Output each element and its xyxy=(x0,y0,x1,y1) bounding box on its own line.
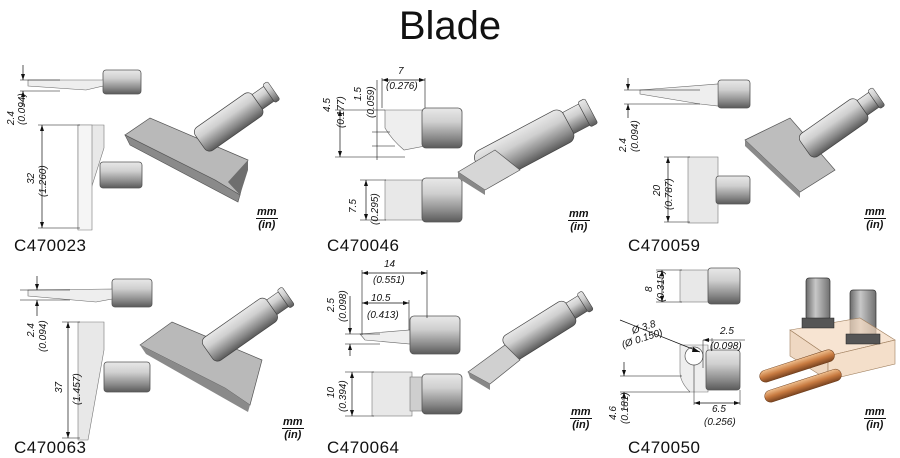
dim-text: 7.5 xyxy=(348,199,359,213)
unit-in: (in) xyxy=(284,429,302,441)
unit-mm: mm xyxy=(864,206,886,219)
panel-c470064: 2.5 (0.098) 14 (0.551) 10.5 (0.413) 10 (… xyxy=(326,259,594,417)
dim-text: 7 xyxy=(398,66,404,77)
part-code: C470064 xyxy=(327,438,400,457)
dim-text: (0.094) xyxy=(17,93,28,125)
side-view-handle xyxy=(102,69,142,95)
part-code: C470050 xyxy=(628,438,701,457)
dim-text: (0.098) xyxy=(710,341,742,352)
dim-text: (0.551) xyxy=(373,275,405,286)
dim-text: (0.181) xyxy=(620,392,631,424)
unit-label: mm (in) xyxy=(568,208,590,233)
dim-text: 4.5 xyxy=(322,98,333,112)
part-code: C470059 xyxy=(628,236,701,255)
dim-text: (0.315) xyxy=(656,270,667,302)
dim-text: (0.787) xyxy=(664,178,675,210)
dim-text: (0.098) xyxy=(338,290,349,322)
unit-in: (in) xyxy=(866,219,884,231)
dim-text: (0.276) xyxy=(386,81,418,92)
unit-mm: mm xyxy=(256,206,278,219)
dim-text: 2.4 xyxy=(6,111,17,126)
unit-mm: mm xyxy=(568,208,590,221)
dim-text: (1.457) xyxy=(72,373,83,405)
dim-text: 2.5 xyxy=(719,326,734,337)
dim-text: 37 xyxy=(54,381,65,393)
dim-text: (0.256) xyxy=(704,417,736,428)
unit-in: (in) xyxy=(570,221,588,233)
dim-text: 14 xyxy=(384,259,396,270)
panel-c470046: 4.5 (0.177) 1.5 (0.059) 7 (0.276) 7.5 (0… xyxy=(322,66,598,225)
unit-label: mm (in) xyxy=(864,206,886,231)
part-code: C470063 xyxy=(14,438,87,457)
dim-text: (0.094) xyxy=(38,320,49,352)
dim-text: 1.5 xyxy=(353,87,364,101)
side-view-blade xyxy=(27,79,104,91)
dim-text: (0.413) xyxy=(367,310,399,321)
dim-text: 4.6 xyxy=(608,406,619,420)
unit-label: mm (in) xyxy=(256,206,278,231)
dim-text: 2.4 xyxy=(618,138,629,153)
unit-mm: mm xyxy=(282,416,304,429)
dim-text: 32 xyxy=(26,172,37,184)
unit-in: (in) xyxy=(258,219,276,231)
dim-text: (0.094) xyxy=(630,120,641,152)
dim-text: 10 xyxy=(326,386,337,398)
dim-text: 6.5 xyxy=(712,404,726,415)
page-title: Blade xyxy=(398,4,502,48)
unit-mm: mm xyxy=(864,406,886,419)
unit-in: (in) xyxy=(572,419,590,431)
dim-text: 8 xyxy=(644,286,655,292)
unit-label: mm (in) xyxy=(282,416,304,441)
dim-text: 2.4 xyxy=(26,323,37,338)
panel-c470063: 2.4 (0.094) 37 (1.457) xyxy=(20,276,295,441)
part-code: C470046 xyxy=(327,236,400,255)
panel-c470059: 2.4 (0.094) 20 (0.787) xyxy=(618,78,885,224)
dim-text: (0.059) xyxy=(366,86,377,118)
dim-text: 2.5 xyxy=(326,298,337,313)
dim-text: (0.295) xyxy=(370,193,381,225)
unit-in: (in) xyxy=(866,419,884,431)
unit-label: mm (in) xyxy=(570,406,592,431)
dim-text: 10.5 xyxy=(371,293,391,304)
unit-label: mm (in) xyxy=(864,406,886,431)
panel-c470023: 2.4 (0.094) 32 (1.260) xyxy=(6,65,280,231)
unit-mm: mm xyxy=(570,406,592,419)
dim-text: (1.260) xyxy=(38,165,49,197)
part-code: C470023 xyxy=(14,236,87,255)
dim-text: 20 xyxy=(652,184,663,197)
panel-c470050: 8 (0.315) Ø 3.8 (Ø 0.150) 2.5 (0.098) 4.… xyxy=(608,267,896,428)
dim-text: (0.177) xyxy=(336,96,347,128)
dim-text: (0.394) xyxy=(338,380,349,412)
